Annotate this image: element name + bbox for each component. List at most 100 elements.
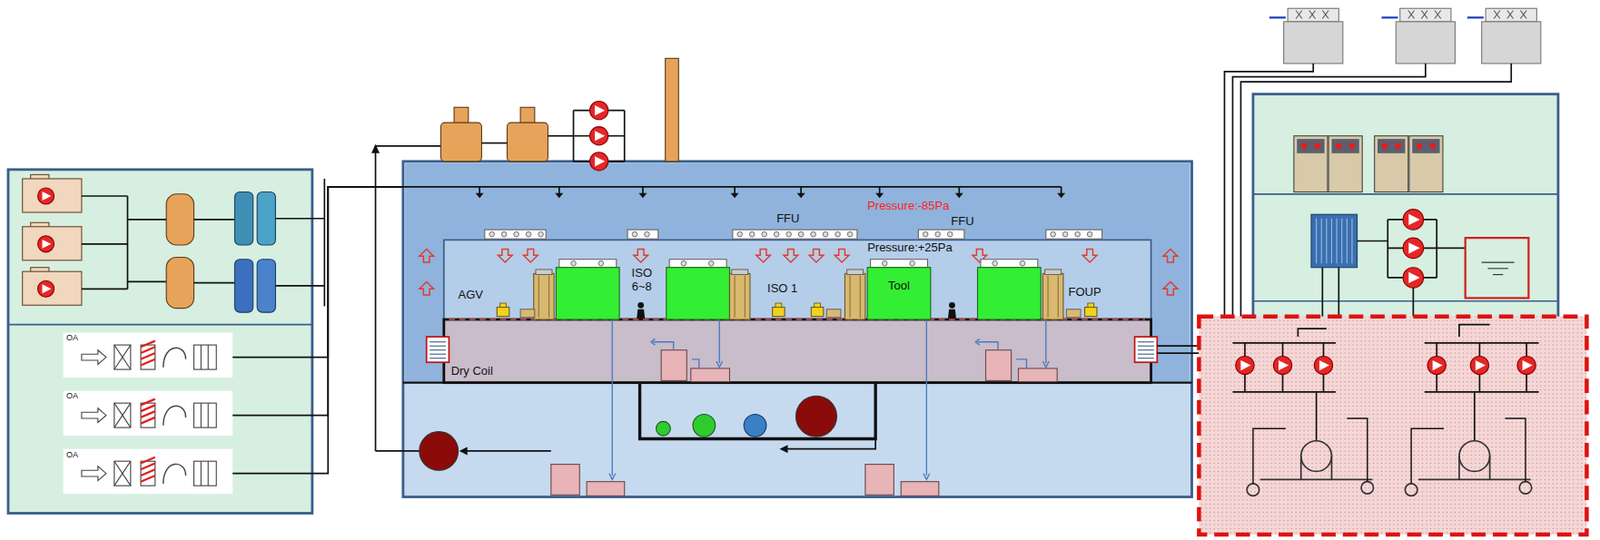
- ffu-fan: [847, 231, 853, 238]
- indicator-light: [1382, 143, 1389, 150]
- water-level: [1481, 262, 1515, 264]
- coil-fin: [1137, 345, 1155, 347]
- ffu-label: FFU: [776, 212, 800, 227]
- fab-shell: [403, 161, 1193, 498]
- pump-arrow: [1408, 272, 1420, 284]
- pipe-line: [81, 287, 129, 290]
- pump-symbol: [1470, 355, 1489, 375]
- ffu-fan: [1019, 260, 1026, 267]
- filter-line: [114, 461, 131, 486]
- header-pipe: [1232, 391, 1335, 394]
- ffu-fan: [632, 231, 638, 238]
- chiller-port: [1361, 482, 1373, 494]
- indicator-light: [1429, 143, 1436, 150]
- foup-handle: [500, 303, 507, 307]
- fan-mark: [1322, 10, 1329, 20]
- tower-pipe: [1269, 16, 1286, 19]
- node-text: Pressure:+25Pa: [867, 241, 953, 256]
- pump-arrow: [42, 284, 52, 294]
- coil-icon: [140, 403, 156, 428]
- airflow-arrow: [834, 248, 850, 263]
- ffu-fan: [1050, 231, 1057, 238]
- fan-mark: [1309, 10, 1316, 20]
- airflow-arrow: [1163, 248, 1178, 263]
- pipe-line: [1315, 392, 1318, 442]
- pump-symbol: [590, 127, 609, 146]
- exchanger-plate: [1325, 218, 1327, 264]
- efem-line: [538, 276, 540, 318]
- coil-fin: [429, 357, 446, 359]
- coil-hatch: [140, 404, 156, 412]
- flow-line: [926, 319, 928, 476]
- ffu-fan: [513, 231, 520, 238]
- supply-arrow: [879, 187, 881, 195]
- arrow-head: [730, 193, 740, 199]
- exhaust-line: [464, 450, 551, 453]
- arrow-head: [716, 361, 723, 368]
- coil-hatch: [140, 457, 156, 465]
- chiller-pipe: [1346, 418, 1367, 483]
- makeup-air-unit: OA: [63, 448, 234, 494]
- tool-ffu: [980, 259, 1038, 268]
- pump-arrow: [1432, 360, 1443, 371]
- cooling-tower: [1481, 21, 1541, 64]
- foup-handle: [1087, 303, 1095, 307]
- ffu-fan: [525, 231, 532, 238]
- mau-box: [63, 391, 234, 436]
- pipe-line: [81, 195, 129, 198]
- chiller-compressor: [1459, 441, 1491, 473]
- flow-line: [612, 319, 613, 476]
- efem-line: [849, 276, 851, 318]
- coil-fin: [429, 349, 446, 351]
- flow-arrow: [691, 359, 700, 369]
- coil-fin: [1137, 341, 1155, 343]
- dryer-column: [256, 192, 276, 246]
- pump-symbol: [1402, 209, 1423, 230]
- foup-handle: [775, 303, 782, 307]
- arrow-head: [923, 474, 930, 481]
- fan-icon: [163, 347, 187, 368]
- pipe-line: [1357, 240, 1389, 243]
- ffu-fan: [822, 231, 829, 238]
- ffu-unit: [1046, 229, 1103, 239]
- ffu-fan: [538, 231, 544, 238]
- supply-arrow: [1060, 187, 1063, 195]
- dry-coil-icon: [426, 336, 450, 363]
- ffu-fan: [947, 231, 953, 238]
- ffu-fan: [644, 231, 651, 238]
- airflow-arrow: [633, 248, 649, 263]
- mau-box: [63, 333, 234, 378]
- arrow-head: [651, 338, 655, 346]
- pipe-line: [1156, 345, 1199, 347]
- filter-icon: [194, 345, 218, 370]
- indicator-light: [1416, 143, 1423, 150]
- ffu-fan: [1075, 231, 1081, 238]
- utility-panel: [8, 169, 313, 514]
- utility-trench: [640, 383, 877, 440]
- coil-hatch: [140, 399, 156, 406]
- efem-line: [1057, 276, 1059, 318]
- indicator-light: [1335, 143, 1343, 150]
- cabinet-panel: [1296, 138, 1324, 154]
- ffu-fan: [737, 231, 743, 238]
- filter-line: [114, 345, 131, 370]
- scrubber-body: [440, 122, 482, 162]
- supply-arrow: [800, 187, 802, 195]
- airflow-arrow: [497, 248, 513, 263]
- pipe-line: [81, 243, 129, 246]
- efem-top: [847, 269, 864, 276]
- chiller-pipe: [1253, 428, 1286, 484]
- chiller-body: [1260, 456, 1373, 481]
- utility-pipe: [743, 414, 767, 438]
- coil-icon: [140, 461, 156, 486]
- pump-symbol: [1517, 355, 1536, 375]
- filter-line: [200, 345, 202, 370]
- efem-unit: [844, 273, 865, 320]
- header-pipe: [1424, 342, 1540, 345]
- ffu-fan: [773, 231, 780, 238]
- person-body: [948, 309, 957, 319]
- pump-symbol: [38, 280, 55, 297]
- dryer-column: [234, 259, 253, 313]
